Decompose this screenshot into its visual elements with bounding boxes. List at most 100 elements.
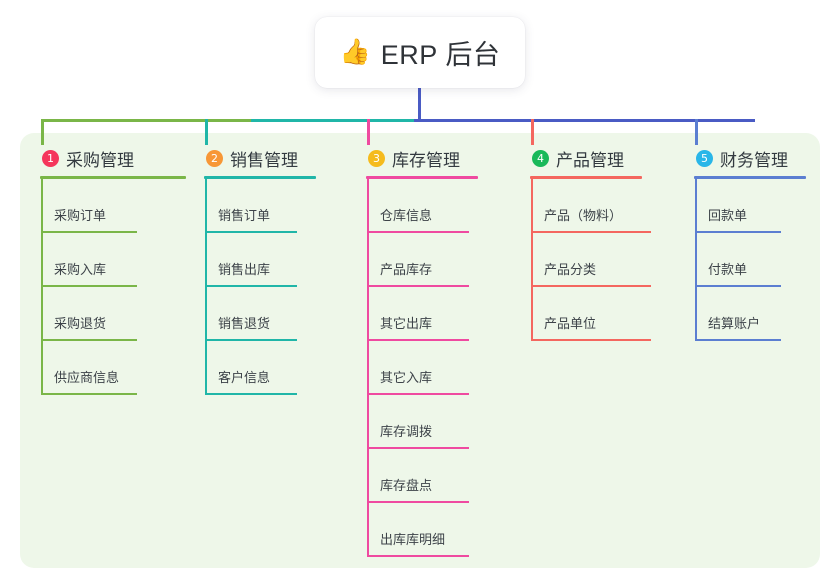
column-spine-4 (531, 179, 533, 341)
list-item-rule (41, 339, 137, 341)
list-item-rule (41, 285, 137, 287)
page-title: ERP 后台 (380, 40, 501, 70)
list-item-label: 采购退货 (54, 316, 107, 331)
list-item-rule (531, 339, 651, 341)
list-item-label: 库存盘点 (380, 478, 433, 493)
column-4: 4 产品管理产品（物料） 产品分类产品单位 (530, 145, 651, 341)
column-badge-1-icon: 1 (42, 149, 59, 167)
list-item[interactable]: 采购入库 (40, 233, 186, 287)
list-item[interactable]: 产品（物料） (530, 179, 651, 233)
list-item[interactable]: 产品库存 (366, 233, 478, 287)
list-item[interactable]: 库存盘点 (366, 449, 478, 503)
list-item-label: 其它入库 (380, 370, 433, 385)
list-item[interactable]: 结算账户 (694, 287, 806, 341)
column-badge-2-icon: 2 (206, 149, 223, 167)
column-title-1: 采购管理 (66, 150, 134, 170)
list-item[interactable]: 其它入库 (366, 341, 478, 395)
list-item-rule (367, 393, 469, 395)
column-header-4[interactable]: 4 产品管理 (530, 145, 642, 171)
list-item-label: 仓库信息 (380, 208, 433, 223)
list-item-label: 出库库明细 (380, 532, 446, 547)
list-item-label: 产品单位 (544, 316, 597, 331)
list-item[interactable]: 供应商信息 (40, 341, 186, 395)
trunk-vertical-line (418, 88, 421, 122)
list-item-rule (205, 393, 297, 395)
list-item-label: 产品分类 (544, 262, 597, 277)
list-item-rule (205, 339, 297, 341)
list-item-label: 产品库存 (380, 262, 433, 277)
diagram-panel (20, 133, 820, 568)
column-rule-2 (204, 176, 316, 179)
list-item-label: 其它出库 (380, 316, 433, 331)
list-item[interactable]: 销售出库 (204, 233, 316, 287)
drop-line-column-3 (367, 119, 370, 145)
column-1: 1 采购管理采购订单采购入库采购退货供应商信息 (40, 145, 186, 395)
drop-line-column-5 (695, 119, 698, 145)
column-rule-3 (366, 176, 478, 179)
column-title-3: 库存管理 (392, 150, 460, 170)
bus-segment-3 (414, 119, 755, 122)
list-item-label: 销售订单 (218, 208, 271, 223)
list-item[interactable]: 回款单 (694, 179, 806, 233)
list-item[interactable]: 产品单位 (530, 287, 651, 341)
list-item-label: 销售出库 (218, 262, 271, 277)
column-items-1: 采购订单采购入库采购退货供应商信息 (40, 179, 186, 395)
list-item[interactable]: 库存调拨 (366, 395, 478, 449)
list-item[interactable]: 产品分类 (530, 233, 651, 287)
column-badge-4-icon: 4 (532, 149, 549, 167)
list-item[interactable]: 采购退货 (40, 287, 186, 341)
list-item-label: 客户信息 (218, 370, 271, 385)
list-item[interactable]: 采购订单 (40, 179, 186, 233)
list-item[interactable]: 销售退货 (204, 287, 316, 341)
list-item-label: 销售退货 (218, 316, 271, 331)
list-item[interactable]: 销售订单 (204, 179, 316, 233)
list-item-rule (41, 231, 137, 233)
list-item-label: 结算账户 (708, 316, 761, 331)
list-item-rule (531, 285, 651, 287)
list-item[interactable]: 客户信息 (204, 341, 316, 395)
list-item-label: 库存调拨 (380, 424, 433, 439)
list-item[interactable]: 出库库明细 (366, 503, 478, 557)
column-items-2: 销售订单销售出库销售退货客户信息 (204, 179, 316, 395)
list-item-rule (205, 285, 297, 287)
list-item-label: 供应商信息 (54, 370, 120, 385)
root-title-card: 👍 ERP 后台 (315, 17, 525, 88)
list-item[interactable]: 付款单 (694, 233, 806, 287)
column-items-3: 仓库信息产品库存其它出库其它入库库存调拨库存盘点出库库明细 (366, 179, 478, 557)
drop-line-column-2 (205, 119, 208, 145)
column-items-5: 回款单付款单结算账户 (694, 179, 806, 341)
list-item[interactable]: 其它出库 (366, 287, 478, 341)
drop-line-column-4 (531, 119, 534, 145)
column-spine-2 (205, 179, 207, 395)
column-title-4: 产品管理 (556, 150, 624, 170)
list-item-rule (367, 555, 469, 557)
column-items-4: 产品（物料） 产品分类产品单位 (530, 179, 651, 341)
column-badge-5-icon: 5 (696, 149, 713, 167)
list-item-rule (695, 339, 781, 341)
list-item-label: 采购入库 (54, 262, 107, 277)
list-item[interactable]: 仓库信息 (366, 179, 478, 233)
bus-segment-1 (41, 119, 253, 122)
list-item-rule (367, 447, 469, 449)
column-spine-3 (367, 179, 369, 557)
bus-segment-2 (251, 119, 416, 122)
list-item-rule (367, 339, 469, 341)
column-spine-1 (41, 179, 43, 395)
list-item-label: 采购订单 (54, 208, 107, 223)
list-item-label: 产品（物料） (544, 208, 623, 223)
column-header-1[interactable]: 1 采购管理 (40, 145, 186, 171)
list-item-rule (367, 501, 469, 503)
list-item-rule (367, 231, 469, 233)
column-rule-1 (40, 176, 186, 179)
column-spine-5 (695, 179, 697, 341)
drop-line-column-1 (41, 119, 44, 145)
list-item-rule (367, 285, 469, 287)
column-rule-4 (530, 176, 642, 179)
thumbs-up-icon: 👍 (339, 38, 371, 66)
